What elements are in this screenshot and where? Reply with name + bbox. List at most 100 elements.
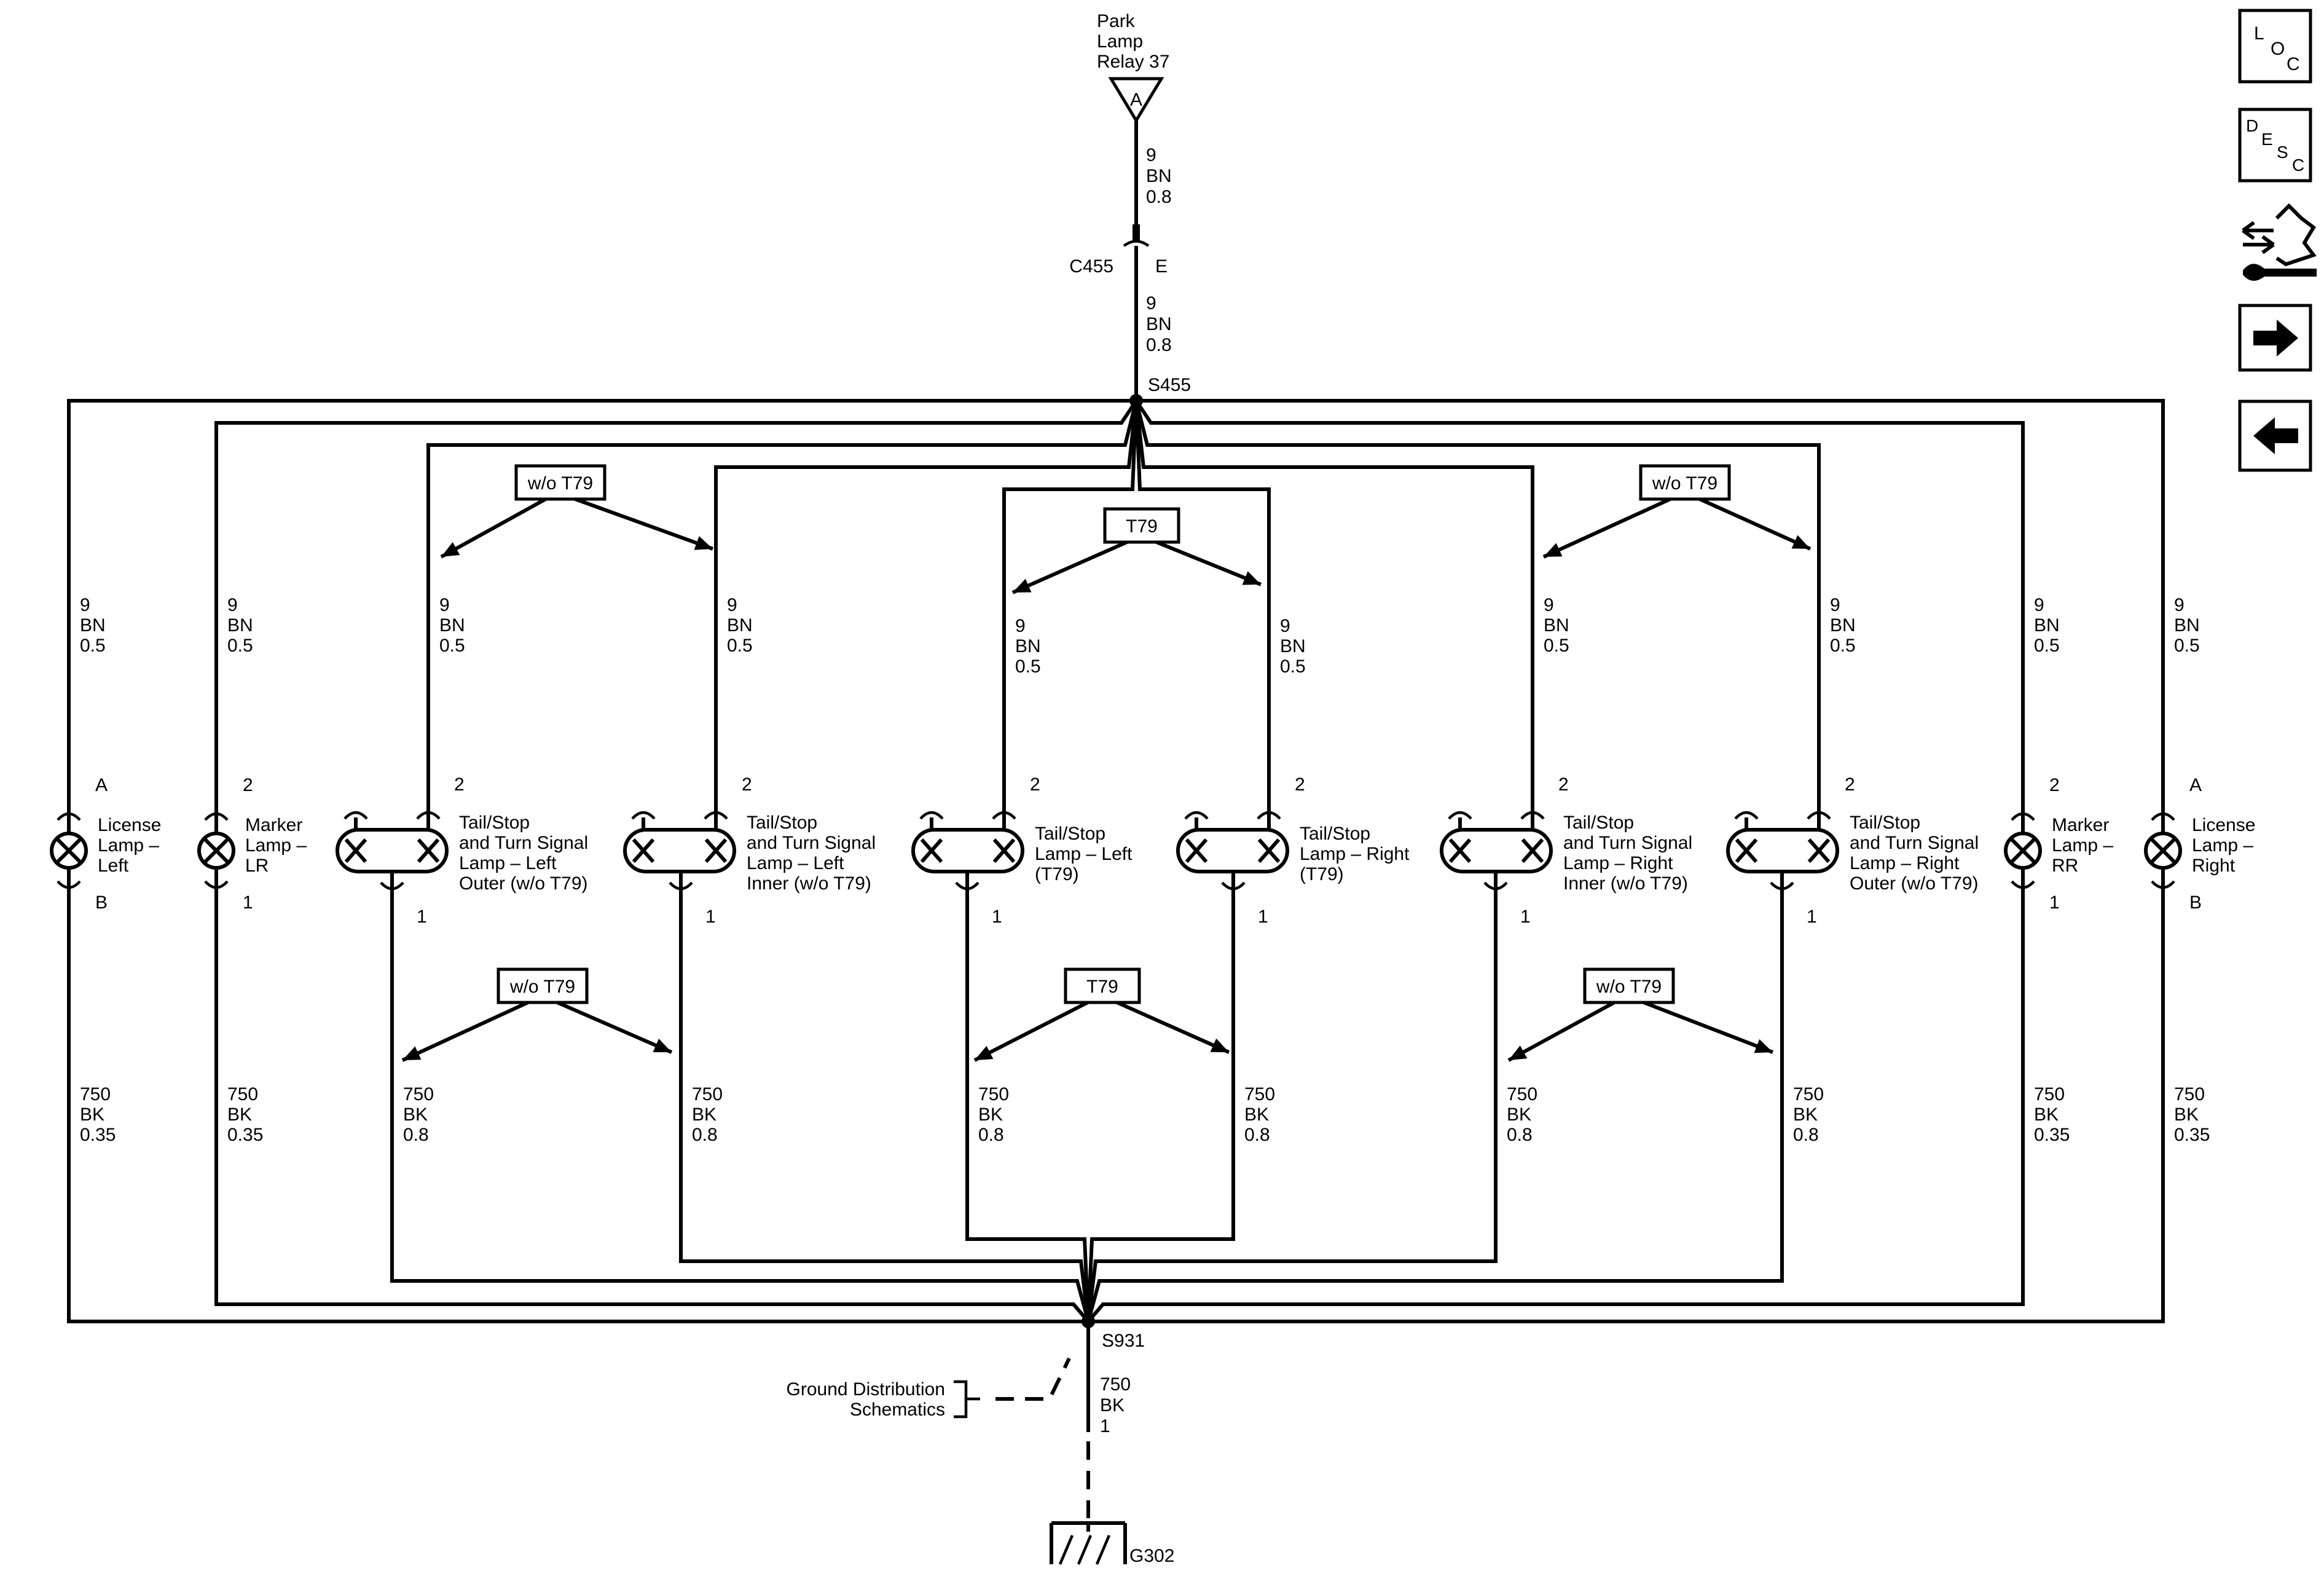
feed-wire-label-lower: 9 BN 0.8: [1146, 293, 1172, 355]
lamp-name-line-0: Tail/Stop: [1300, 824, 1370, 844]
ground-wire-label: 750: [692, 1084, 723, 1105]
ground-wire-2: [390, 895, 1090, 1322]
pin-bottom: B: [95, 892, 108, 913]
lamp-name-line-1: Lamp – Left: [1035, 844, 1133, 864]
option-label: w/o T79: [1596, 977, 1662, 997]
supply-wire-label: 9: [1280, 616, 1290, 636]
option-label: w/o T79: [1652, 473, 1717, 494]
pin-bottom: 1: [2049, 892, 2060, 913]
ground-wire-label: 0.8: [1507, 1125, 1533, 1145]
lamp-name-line-0: Tail/Stop: [1035, 824, 1105, 844]
pin-top: A: [2189, 775, 2202, 795]
lamp-name-line-1: Lamp –: [2192, 835, 2253, 856]
ground-wire-label: BK: [978, 1105, 1003, 1125]
desc-button[interactable]: D E S C: [2238, 108, 2312, 183]
connector-c455-pin-label: E: [1155, 256, 1168, 277]
supply-wire-label: 0.5: [2174, 636, 2200, 656]
svg-text:L: L: [2254, 23, 2264, 44]
lamp-name-line-2: Left: [98, 856, 129, 876]
lamp-name-line-0: Tail/Stop: [1563, 813, 1634, 833]
pin-bottom: 1: [417, 907, 427, 927]
ground-wire-3: [679, 895, 1090, 1322]
relay-terminal-symbol: [1108, 77, 1164, 124]
lamp-name-line-1: Lamp –: [98, 835, 159, 856]
supply-wire-0: [67, 399, 1136, 820]
lamp-name-line-0: Marker: [245, 815, 302, 835]
lamp-name-line-2: (T79): [1035, 864, 1079, 884]
ground-wire-label: 0.8: [1244, 1125, 1270, 1145]
svg-text:9: 9: [1146, 293, 1156, 313]
lamp-name-line-3: Inner (w/o T79): [747, 873, 871, 894]
svg-text:S: S: [2277, 143, 2288, 162]
ground-wire-1: [214, 881, 1090, 1323]
pin-top: 2: [243, 775, 253, 795]
ground-symbol: [1050, 1521, 1127, 1565]
ground-wire-label: 0.8: [403, 1125, 429, 1145]
svg-text:C: C: [2292, 156, 2304, 175]
supply-wire-label: BN: [439, 615, 465, 636]
lamp-name-line-1: and Turn Signal: [459, 833, 588, 853]
supply-wire-label: 9: [439, 595, 450, 615]
ground-wire-label: 0.35: [2174, 1125, 2210, 1145]
option-label: w/o T79: [509, 977, 575, 997]
connector-tool-icon[interactable]: [2242, 203, 2317, 281]
svg-text:BK: BK: [1100, 1395, 1125, 1416]
ground-ref-line-2: Schematics: [850, 1400, 945, 1420]
ground-wire-8: [1086, 881, 2025, 1323]
ground-wire-label: 750: [1507, 1084, 1537, 1105]
svg-text:C: C: [2287, 54, 2300, 74]
lamp-name-line-0: Tail/Stop: [747, 813, 817, 833]
back-button[interactable]: [2238, 400, 2312, 472]
ground-wire-5: [1086, 895, 1235, 1322]
svg-text:BN: BN: [1146, 314, 1172, 334]
supply-wire-label: 0.5: [227, 636, 253, 656]
ground-wire-label: 0.35: [80, 1125, 116, 1145]
forward-button[interactable]: [2238, 304, 2312, 372]
ground-wire-label: BK: [1507, 1105, 1531, 1125]
lamp-name-line-0: License: [98, 815, 161, 835]
ground-wire-7: [1086, 895, 1784, 1322]
ground-wire-label: BK: [227, 1105, 252, 1125]
ground-wire-label: BK: [1244, 1105, 1269, 1125]
ground-wires: [67, 881, 2165, 1323]
relay-terminal-letter: A: [1130, 90, 1142, 110]
pin-top: 2: [1030, 774, 1040, 795]
svg-text:BN: BN: [1146, 166, 1172, 186]
source-label-line-2: Lamp: [1097, 31, 1143, 52]
supply-wire-label: 9: [2034, 595, 2044, 615]
ground-wire-label: BK: [403, 1105, 428, 1125]
connector-c455-socket: [1123, 240, 1150, 247]
lamp-name-line-1: Lamp – Right: [1300, 844, 1410, 864]
supply-wire-label: 0.5: [1830, 636, 1856, 656]
ground-distribution-reference[interactable]: Ground Distribution Schematics: [787, 1357, 1071, 1420]
option-label: T79: [1086, 977, 1118, 997]
supply-wire-label: 9: [2174, 595, 2185, 615]
supply-wire-6: [1134, 400, 1534, 820]
supply-wire-label: BN: [1544, 615, 1569, 636]
supply-wire-2: [426, 400, 1138, 820]
supply-wire-3: [714, 400, 1138, 820]
pin-top: 2: [742, 774, 752, 795]
pin-top: 2: [1558, 774, 1569, 795]
ground-wire-label: 750: [1244, 1084, 1275, 1105]
ground-wire-label: 0.35: [2034, 1125, 2070, 1145]
option-box-wo-t79: w/o T79: [1507, 967, 1774, 1062]
svg-text:D: D: [2246, 116, 2258, 135]
supply-wires: [67, 399, 2165, 820]
loc-button[interactable]: L O C: [2238, 9, 2312, 84]
supply-wire-label: 0.5: [1280, 656, 1306, 677]
supply-wire-label: 0.5: [2034, 636, 2060, 656]
supply-wire-1: [214, 400, 1138, 820]
ground-ref-bracket: [954, 1380, 968, 1419]
ground-wire-label: BK: [2034, 1105, 2059, 1125]
pin-top: A: [95, 775, 108, 795]
ground-wire-6: [1086, 895, 1498, 1322]
supply-wire-label: 0.5: [1544, 636, 1569, 656]
splice-s455-dot: [1129, 394, 1143, 408]
ground-wire-label: BK: [692, 1105, 716, 1125]
pin-top: 2: [2049, 775, 2060, 795]
